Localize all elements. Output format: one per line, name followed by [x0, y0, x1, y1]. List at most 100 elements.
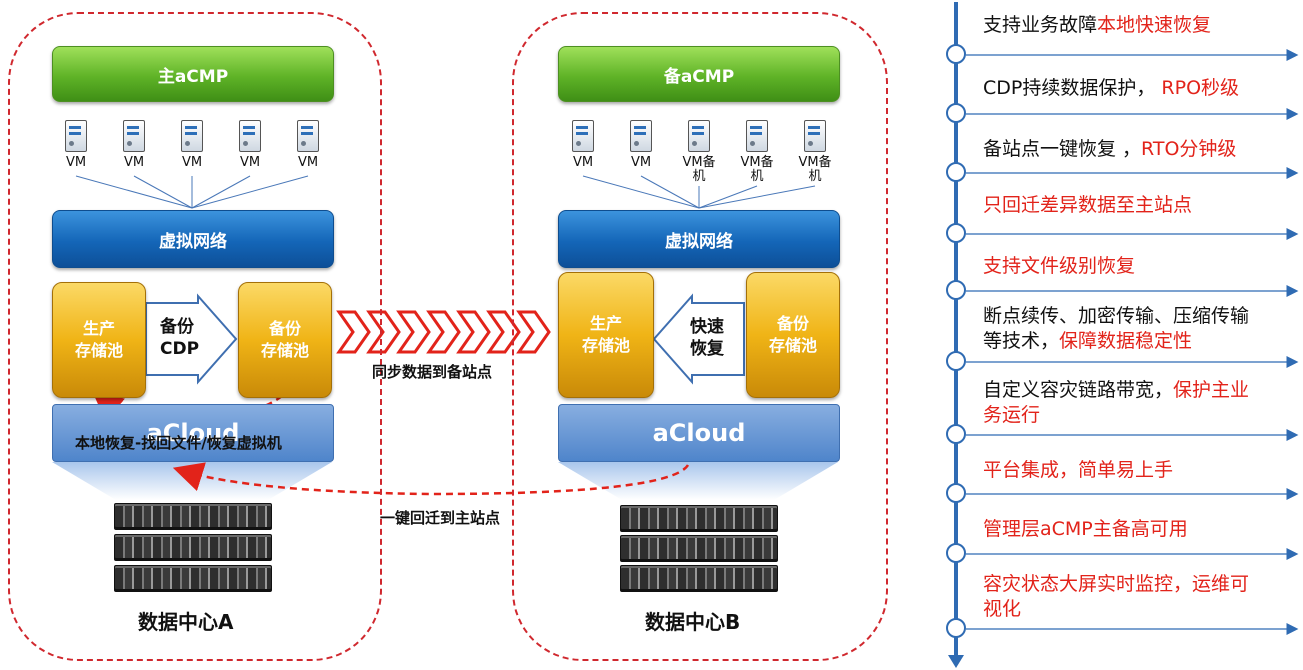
vm-network-lines-b — [582, 175, 816, 209]
datacenter-b-label: 数据中心B — [645, 610, 741, 634]
vm-label: VM — [181, 155, 203, 170]
server-rack-a-1 — [114, 503, 272, 530]
server-rack-a-2 — [114, 534, 272, 561]
vm-label: VM备 机 — [798, 155, 832, 184]
feature-highlight: 容灾状态大屏实时监控，运维可视化 — [983, 573, 1250, 620]
vm-a-3: VM — [167, 120, 217, 170]
feature-highlight: 保护主业务运行 — [983, 379, 1250, 426]
sync-chevrons — [336, 310, 551, 354]
feature-item-10: 容灾状态大屏实时监控，运维可视化 — [983, 572, 1263, 622]
timeline-node — [946, 103, 966, 123]
server-vm-icon — [688, 120, 710, 152]
backup-cdp-label: 备份 CDP — [160, 317, 200, 359]
vm-b-3: VM备 机 — [674, 120, 724, 184]
server-rack-b-1 — [620, 505, 778, 532]
vm-b-2: VM — [616, 120, 666, 170]
migrate-back-curve — [172, 462, 690, 496]
primary-acmp-bar: 主aCMP — [52, 46, 334, 102]
feature-text: 断点续传、加密传输、压缩传输等技术， — [983, 305, 1250, 352]
feature-item-9: 管理层aCMP主备高可用 — [983, 517, 1283, 542]
feature-highlight: 只回迁差异数据至主站点 — [983, 194, 1193, 216]
sync-label: 同步数据到备站点 — [372, 363, 493, 381]
vm-a-1: VM — [51, 120, 101, 170]
timeline-node — [946, 424, 966, 444]
vm-a-4: VM — [225, 120, 275, 170]
datacenter-a-label: 数据中心A — [138, 610, 234, 634]
feature-highlight: RPO秒级 — [1161, 77, 1240, 99]
vm-label: VM备 机 — [682, 155, 716, 184]
feature-item-8: 平台集成，简单易上手 — [983, 458, 1283, 483]
server-vm-icon — [65, 120, 87, 152]
standby-acmp-bar: 备aCMP — [558, 46, 840, 102]
feature-item-3: 备站点一键恢复 ，RTO分钟级 — [983, 137, 1283, 162]
feature-text: 备站点一键恢复 ， — [983, 138, 1142, 160]
feature-highlight: 平台集成，简单易上手 — [983, 459, 1174, 481]
timeline-node — [946, 543, 966, 563]
timeline-node — [946, 351, 966, 371]
vm-b-5: VM备 机 — [790, 120, 840, 184]
server-vm-icon — [239, 120, 261, 152]
prod-storage-a: 生产 存储池 — [52, 282, 146, 398]
local-restore-label: 本地恢复-找回文件/恢复虚拟机 — [75, 434, 282, 452]
server-rack-b-2 — [620, 535, 778, 562]
feature-item-1: 支持业务故障本地快速恢复 — [983, 13, 1283, 38]
feature-item-5: 支持文件级别恢复 — [983, 254, 1283, 279]
timeline-node — [946, 162, 966, 182]
timeline-arrowhead — [948, 655, 964, 668]
vm-label: VM — [65, 155, 87, 170]
server-vm-icon — [181, 120, 203, 152]
timeline-arrows — [966, 49, 1299, 635]
server-rack-a-3 — [114, 565, 272, 592]
migrate-back-label: 一键回迁到主站点 — [380, 509, 501, 527]
virtual-network-bar-b: 虚拟网络 — [558, 210, 840, 268]
server-vm-icon — [572, 120, 594, 152]
timeline-node — [946, 44, 966, 64]
feature-item-7: 自定义容灾链路带宽，保护主业务运行 — [983, 378, 1263, 428]
feature-item-2: CDP持续数据保护， RPO秒级 — [983, 76, 1283, 101]
feature-text: 支持业务故障 — [983, 14, 1098, 36]
feature-highlight: 保障数据稳定性 — [1059, 330, 1193, 352]
feature-highlight: 本地快速恢复 — [1097, 14, 1212, 36]
backup-cdp-arrow — [145, 293, 238, 385]
timeline-node — [946, 223, 966, 243]
vm-a-2: VM — [109, 120, 159, 170]
vm-label: VM — [123, 155, 145, 170]
vm-b-1: VM — [558, 120, 608, 170]
backup-storage-b: 备份 存储池 — [746, 272, 840, 398]
acloud-shadow-b — [558, 462, 838, 500]
feature-highlight: 支持文件级别恢复 — [983, 255, 1136, 277]
backup-storage-a: 备份 存储池 — [238, 282, 332, 398]
vm-b-4: VM备 机 — [732, 120, 782, 184]
vm-network-lines-a — [75, 175, 309, 209]
virtual-network-bar-a: 虚拟网络 — [52, 210, 334, 268]
vm-label: VM — [297, 155, 319, 170]
server-rack-b-3 — [620, 565, 778, 592]
feature-item-6: 断点续传、加密传输、压缩传输等技术，保障数据稳定性 — [983, 304, 1263, 354]
timeline-node — [946, 280, 966, 300]
server-vm-icon — [123, 120, 145, 152]
datacenter-a-frame — [8, 12, 382, 661]
server-vm-icon — [630, 120, 652, 152]
feature-highlight: RTO分钟级 — [1141, 138, 1237, 160]
quick-recovery-label: 快速 恢复 — [690, 317, 724, 359]
server-vm-icon — [804, 120, 826, 152]
server-vm-icon — [297, 120, 319, 152]
feature-highlight: 管理层aCMP主备高可用 — [983, 518, 1188, 540]
feature-item-4: 只回迁差异数据至主站点 — [983, 193, 1283, 218]
acloud-b: aCloud — [558, 404, 840, 462]
vm-a-5: VM — [283, 120, 333, 170]
acloud-a: aCloud — [52, 404, 334, 462]
timeline-node — [946, 618, 966, 638]
vm-label: VM — [630, 155, 652, 170]
vm-label: VM — [572, 155, 594, 170]
vm-label: VM — [239, 155, 261, 170]
timeline-node — [946, 483, 966, 503]
datacenter-b-frame — [512, 12, 888, 661]
vm-label: VM备 机 — [740, 155, 774, 184]
server-vm-icon — [746, 120, 768, 152]
quick-recovery-arrow — [652, 293, 745, 385]
prod-storage-b: 生产 存储池 — [558, 272, 654, 398]
feature-text: 自定义容灾链路带宽， — [983, 379, 1174, 401]
feature-text: CDP持续数据保护， — [983, 77, 1162, 99]
